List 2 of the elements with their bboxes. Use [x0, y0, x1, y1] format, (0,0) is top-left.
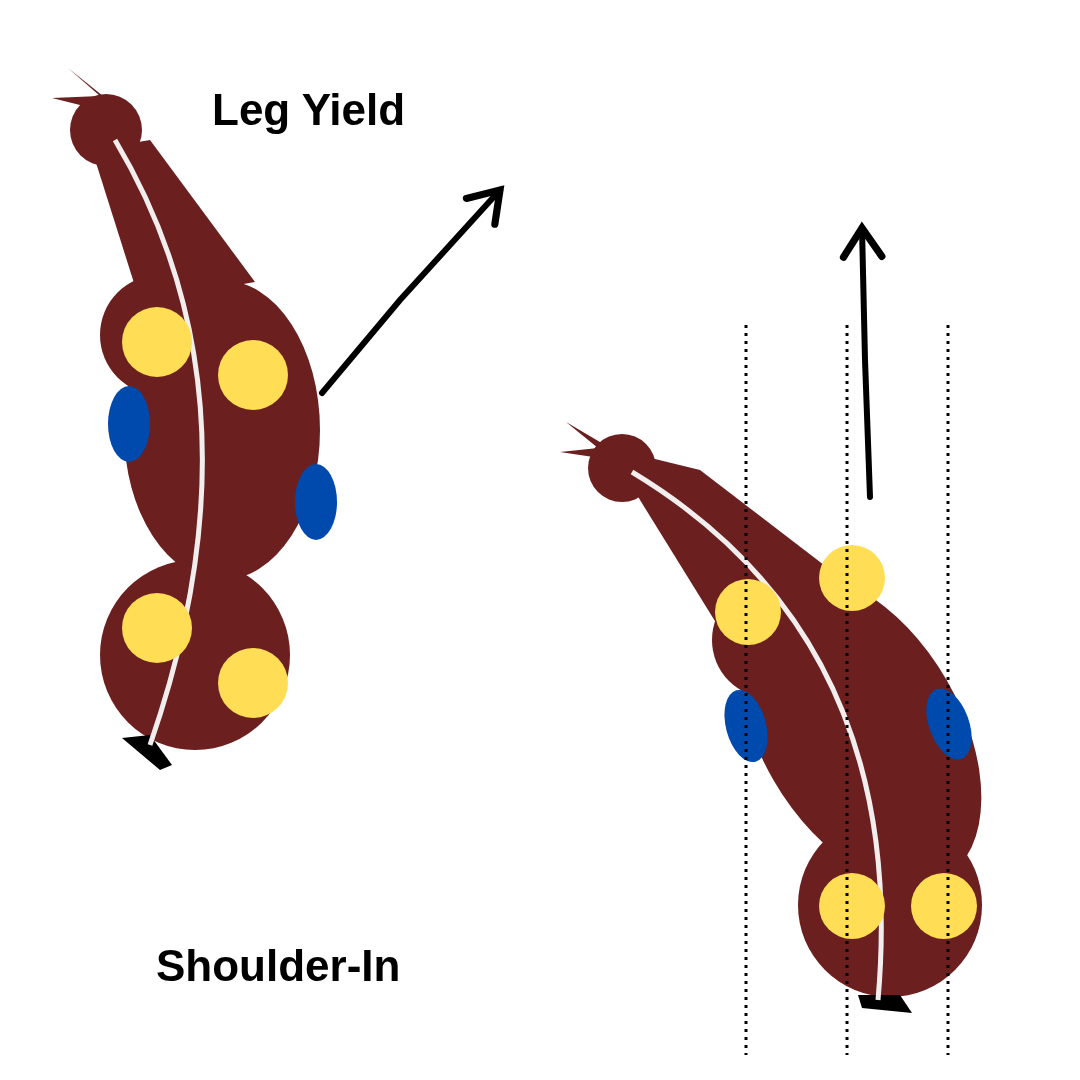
heading-label: Leg Yield [212, 84, 406, 136]
heading-label: Shoulder-In [156, 940, 401, 992]
